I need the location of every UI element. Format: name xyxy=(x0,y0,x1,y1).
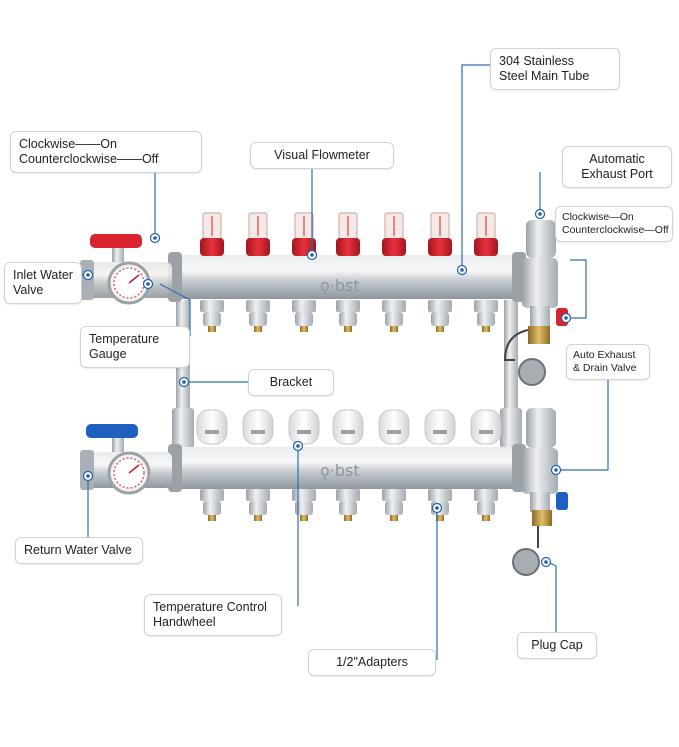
callout-auto-exhaust-drain-valve: Auto Exhaust& Drain Valve xyxy=(566,344,650,380)
adapter xyxy=(246,489,270,521)
adapter xyxy=(336,489,360,521)
callout-dot-icon xyxy=(534,208,546,220)
supply-main-tube xyxy=(168,252,526,302)
callout-plug-cap: Plug Cap xyxy=(517,632,597,659)
lower-brand-mark: ǫ·bst xyxy=(320,461,360,480)
callout-dot-icon xyxy=(82,470,94,482)
flowmeter xyxy=(200,212,224,256)
left-bracket-clamp xyxy=(172,408,194,448)
callout-dot-icon xyxy=(560,312,572,324)
callout-dot-icon xyxy=(292,440,304,452)
callout-adapters: 1/2"Adapters xyxy=(308,649,436,676)
callout-dot-icon xyxy=(82,269,94,281)
inlet-water-valve xyxy=(80,234,172,305)
flowmeter-row xyxy=(200,212,498,256)
temperature-control-handwheel xyxy=(196,409,228,445)
adapter xyxy=(246,300,270,332)
temperature-control-handwheel xyxy=(424,409,456,445)
return-blue-handle xyxy=(86,424,138,438)
adapter xyxy=(200,300,224,332)
lower-adapter-row xyxy=(200,489,498,521)
adapter xyxy=(292,300,316,332)
callout-dots xyxy=(82,208,572,568)
callout-dot-icon xyxy=(306,249,318,261)
callout-return-water-valve: Return Water Valve xyxy=(15,537,143,564)
adapter xyxy=(474,489,498,521)
lower-plug-cap xyxy=(512,548,540,576)
adapter xyxy=(292,489,316,521)
upper-brand-mark: ǫ·bst xyxy=(320,276,360,295)
adapter xyxy=(474,300,498,332)
adapter xyxy=(336,300,360,332)
lower-exhaust-drain-assembly xyxy=(512,408,568,576)
adapter xyxy=(200,489,224,521)
callout-dot-icon xyxy=(142,278,154,290)
temperature-control-handwheel xyxy=(470,409,502,445)
handwheel-row xyxy=(196,409,502,445)
callout-leader-lines xyxy=(47,64,609,660)
right-bracket-clamp xyxy=(500,408,522,448)
callout-dot-icon xyxy=(550,464,562,476)
upper-exhaust-drain-assembly xyxy=(503,220,568,386)
upper-adapter-row xyxy=(200,300,498,332)
temperature-control-handwheel xyxy=(288,409,320,445)
return-water-valve xyxy=(80,424,172,495)
temperature-control-handwheel xyxy=(378,409,410,445)
callout-bracket: Bracket xyxy=(248,369,334,396)
inlet-red-handle xyxy=(90,234,142,248)
callout-dot-icon xyxy=(149,232,161,244)
exhaust-blue-handle xyxy=(556,492,568,510)
callout-dot-icon xyxy=(431,502,443,514)
flowmeter xyxy=(428,212,452,256)
flowmeter xyxy=(474,212,498,256)
callout-dot-icon xyxy=(178,376,190,388)
temperature-control-handwheel xyxy=(332,409,364,445)
flowmeter xyxy=(246,212,270,256)
adapter xyxy=(382,489,406,521)
upper-plug-cap xyxy=(518,358,546,386)
callout-dot-icon xyxy=(456,264,468,276)
flowmeter xyxy=(382,212,406,256)
callout-visual-flowmeter: Visual Flowmeter xyxy=(250,142,394,169)
adapter xyxy=(382,300,406,332)
callout-dot-icon xyxy=(540,556,552,568)
temperature-control-handwheel xyxy=(242,409,274,445)
adapter xyxy=(428,300,452,332)
flowmeter xyxy=(336,212,360,256)
